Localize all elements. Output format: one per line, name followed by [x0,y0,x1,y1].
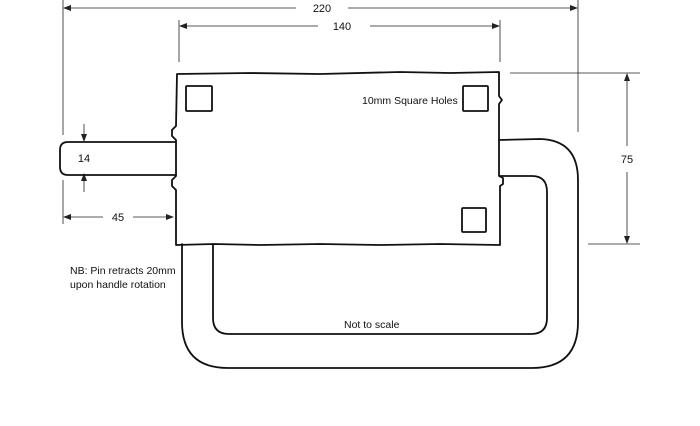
arrowhead-bottom [624,236,630,244]
arrowhead-right [570,5,578,11]
arrowhead-right [492,23,500,29]
arrowhead-top [624,73,630,81]
arrowhead-left [179,23,187,29]
arrowhead-right [166,214,174,220]
dimension-label-220: 220 [313,3,331,15]
dimension-label-14: 14 [78,153,90,165]
arrowhead-top [81,134,87,142]
square-hole-bottom-right [461,207,487,233]
note-line-1: NB: Pin retracts 20mm [70,265,176,277]
dimension-pin-diameter: 14 [78,124,90,192]
arrowhead-left [63,214,71,220]
note-line-2: upon handle rotation [70,279,166,291]
dimension-label-140: 140 [333,21,351,33]
arrowhead-left [63,5,71,11]
dimension-plate-width: 140 [178,20,501,62]
square-hole-top-left [185,85,213,112]
square-hole-top-right [462,85,489,112]
arrowhead-bottom [81,173,87,181]
dimension-overall-width: 220 [62,0,579,135]
locking-pin [59,141,177,176]
handle-outer [181,138,579,369]
scale-note: Not to scale [344,319,400,331]
dimension-plate-height: 75 [510,72,640,245]
holes-label: 10mm Square Holes [362,95,458,107]
handle-inner [212,175,548,335]
dimension-label-75: 75 [621,154,633,166]
dimension-label-45: 45 [112,212,124,224]
mounting-plate [171,71,504,246]
dimension-pin-length: 45 [62,180,174,224]
